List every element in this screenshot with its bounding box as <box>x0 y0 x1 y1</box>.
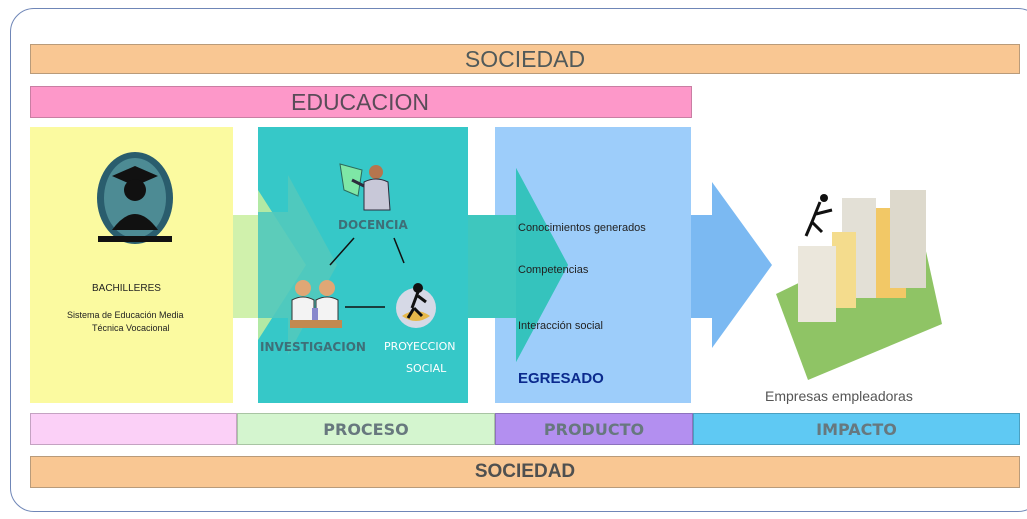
proyeccion-label-line1: PROYECCION <box>384 340 456 353</box>
educacion-label: EDUCACION <box>291 88 430 115</box>
producto-item-competencias: Competencias <box>518 264 589 276</box>
proyeccion-label-line2: SOCIAL <box>406 362 447 375</box>
teacher-icon <box>339 163 391 211</box>
docencia-proyeccion-connector <box>393 237 405 264</box>
bachilleres-line2: Técnica Vocacional <box>92 323 170 333</box>
phase-impacto: IMPACTO <box>693 413 1020 445</box>
businessman-buildings-icon <box>776 190 942 380</box>
graduate-icon <box>97 152 173 244</box>
phase-producto: PRODUCTO <box>495 413 693 445</box>
egresado-label: EGRESADO <box>518 370 604 387</box>
docencia-investigacion-connector <box>329 237 355 266</box>
producto-item-interaccion: Interacción social <box>518 320 603 332</box>
arrow-producto-inner <box>516 168 568 362</box>
arrow-producto-to-impacto <box>691 182 772 348</box>
bachilleres-line1: Sistema de Educación Media <box>67 310 184 320</box>
bachilleres-title: BACHILLERES <box>92 283 161 294</box>
phase-proceso: PROCESO <box>237 413 495 445</box>
educacion-bar: EDUCACION <box>30 86 692 118</box>
investigacion-label: INVESTIGACION <box>260 340 366 354</box>
sociedad-bottom-label: SOCIEDAD <box>474 461 576 482</box>
producto-item-conocimientos: Conocimientos generados <box>518 222 646 234</box>
sociedad-top-bar: SOCIEDAD <box>30 44 1020 74</box>
scientists-icon <box>290 280 342 328</box>
phase-empty <box>30 413 237 445</box>
arrow-proceso-inner <box>258 175 337 355</box>
diagram-frame <box>10 8 1027 512</box>
empresas-caption: Empresas empleadoras <box>765 388 913 404</box>
social-projection-icon <box>396 283 436 328</box>
sociedad-top-label: SOCIEDAD <box>464 45 586 72</box>
sociedad-bottom-bar: SOCIEDAD <box>30 456 1020 488</box>
docencia-label: DOCENCIA <box>338 218 408 232</box>
